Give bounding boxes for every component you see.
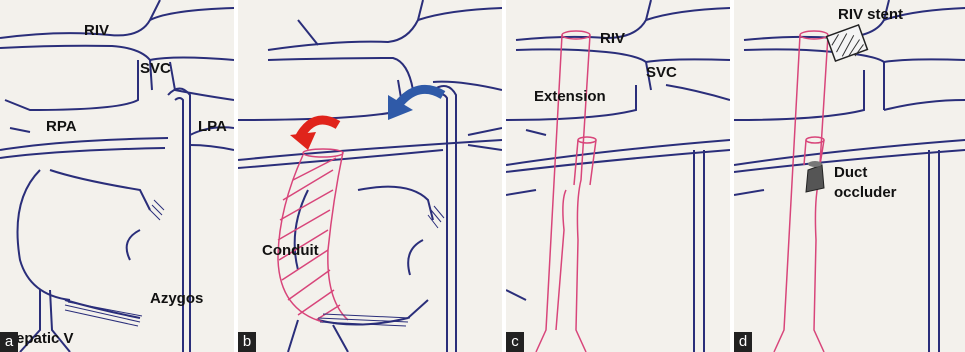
label-svc: SVC — [140, 60, 171, 77]
label-azygos: Azygos — [150, 290, 203, 307]
panel-a: RIV SVC RPA LPA Azygos epatic V a — [0, 0, 234, 352]
red-arrow-head — [290, 132, 316, 150]
label-hepatic-v: epatic V — [16, 330, 74, 347]
panel-letter-b: b — [238, 332, 256, 352]
panel-c-drawing — [506, 0, 730, 352]
label-occluder: occluder — [834, 184, 897, 201]
label-riv: RIV — [600, 30, 625, 47]
label-conduit: Conduit — [262, 242, 319, 259]
panel-c: RIV SVC Extension c — [506, 0, 730, 352]
panel-letter-a: a — [0, 332, 18, 352]
panel-b-drawing — [238, 0, 502, 352]
duct-occluder-graphic — [806, 161, 824, 192]
label-rpa: RPA — [46, 118, 77, 135]
panel-letter-d: d — [734, 332, 752, 352]
panel-letter-c: c — [506, 332, 524, 352]
panel-b: Conduit b — [238, 0, 502, 352]
label-svc: SVC — [646, 64, 677, 81]
label-riv-stent: RIV stent — [838, 6, 903, 23]
label-lpa: LPA — [198, 118, 227, 135]
riv-stent-graphic — [827, 25, 868, 62]
label-duct: Duct — [834, 164, 867, 181]
panel-d: RIV stent Duct occluder d — [734, 0, 965, 352]
label-extension: Extension — [534, 88, 606, 105]
label-riv: RIV — [84, 22, 109, 39]
